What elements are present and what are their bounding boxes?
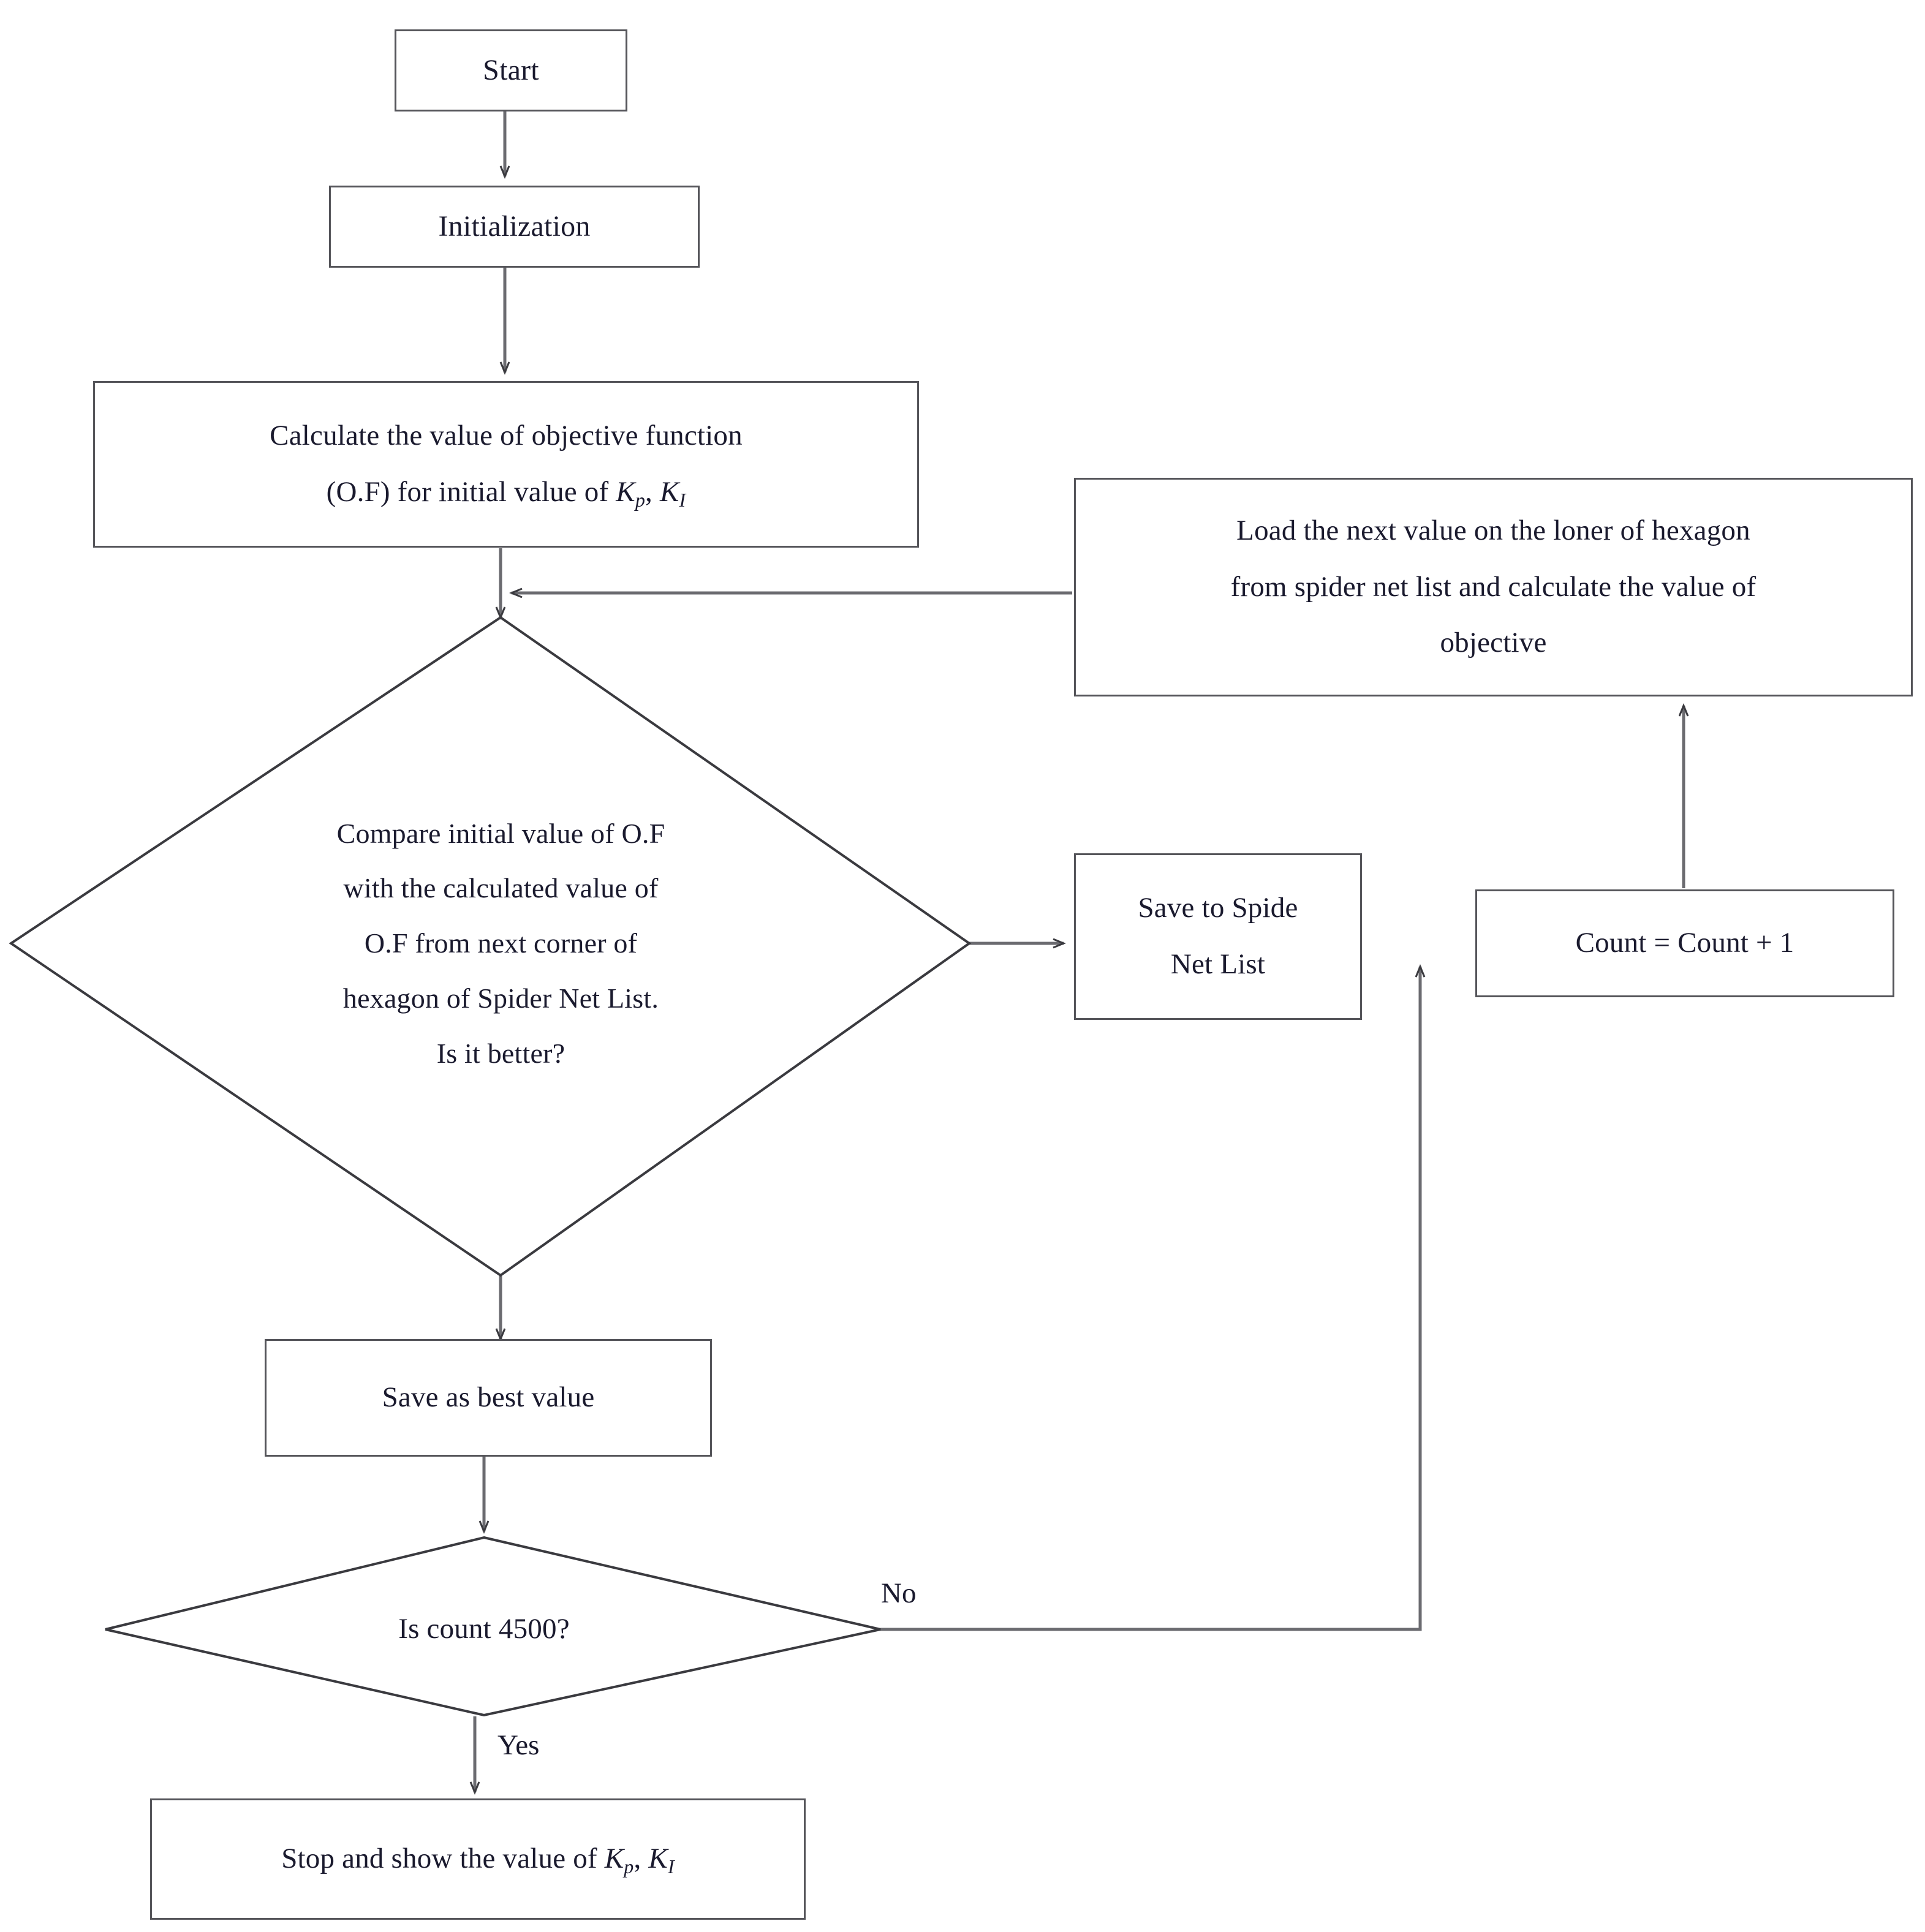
load-line-1: Load the next value on the loner of hexa… [1236,515,1750,547]
compare-line-4: hexagon of Spider Net List. [342,982,659,1014]
compare-line-1: Compare initial value of O.F [336,817,665,849]
node-count-increment-label: Count = Count + 1 [1575,927,1795,959]
calculate-line-2-text: (O.F) for initial value of [326,476,616,508]
compare-line-5: Is it better? [436,1037,565,1069]
node-compare-label: Compare initial value of O.F with the ca… [337,806,665,1081]
stop-ki-symbol: KI [648,1843,675,1878]
kp-symbol: Kp [616,476,646,511]
node-load-next-value[interactable]: Load the next value on the loner of hexa… [1074,478,1913,696]
compare-line-3: O.F from next corner of [364,927,638,959]
calculate-line-2: (O.F) for initial value of Kp, KI [270,464,743,521]
node-start[interactable]: Start [395,29,627,111]
stop-kp-symbol: Kp [604,1843,634,1878]
compare-line-2: with the calculated value of [343,872,659,904]
edge-no-feedback [880,967,1420,1631]
node-start-label: Start [483,54,539,87]
k-separator: , [645,476,660,508]
node-save-spider-label: Save to Spide Net List [1138,880,1298,992]
node-compare-decision[interactable]: Compare initial value of O.F with the ca… [159,787,842,1100]
ki-symbol: KI [659,476,686,511]
node-calculate-label: Calculate the value of objective functio… [270,408,743,520]
node-calculate-objective-function[interactable]: Calculate the value of objective functio… [93,381,919,548]
edge-label-yes: Yes [497,1729,540,1761]
load-line-2: from spider net list and calculate the v… [1230,570,1757,603]
node-save-as-best-value[interactable]: Save as best value [265,1339,712,1457]
node-initialization-label: Initialization [438,210,591,243]
node-save-best-label: Save as best value [382,1381,595,1414]
node-save-to-spider-net-list[interactable]: Save to Spide Net List [1074,853,1362,1020]
node-count-increment[interactable]: Count = Count + 1 [1475,889,1894,997]
save-spider-line-1: Save to Spide [1138,892,1298,924]
node-initialization[interactable]: Initialization [329,186,700,268]
node-stop-label: Stop and show the value of Kp, KI [270,1831,686,1887]
save-spider-line-2: Net List [1170,948,1266,980]
node-is-count-label: Is count 4500? [398,1613,570,1645]
calculate-line-1: Calculate the value of objective functio… [270,420,743,452]
node-stop-and-show[interactable]: Stop and show the value of Kp, KI [150,1798,806,1920]
load-line-3: objective [1440,627,1547,659]
stop-k-separator: , [633,1843,649,1875]
node-is-count-decision[interactable]: Is count 4500? [245,1593,723,1666]
edge-label-no: No [881,1577,917,1609]
node-load-label: Load the next value on the loner of hexa… [1231,503,1757,671]
stop-text: Stop and show the value of [281,1843,605,1875]
